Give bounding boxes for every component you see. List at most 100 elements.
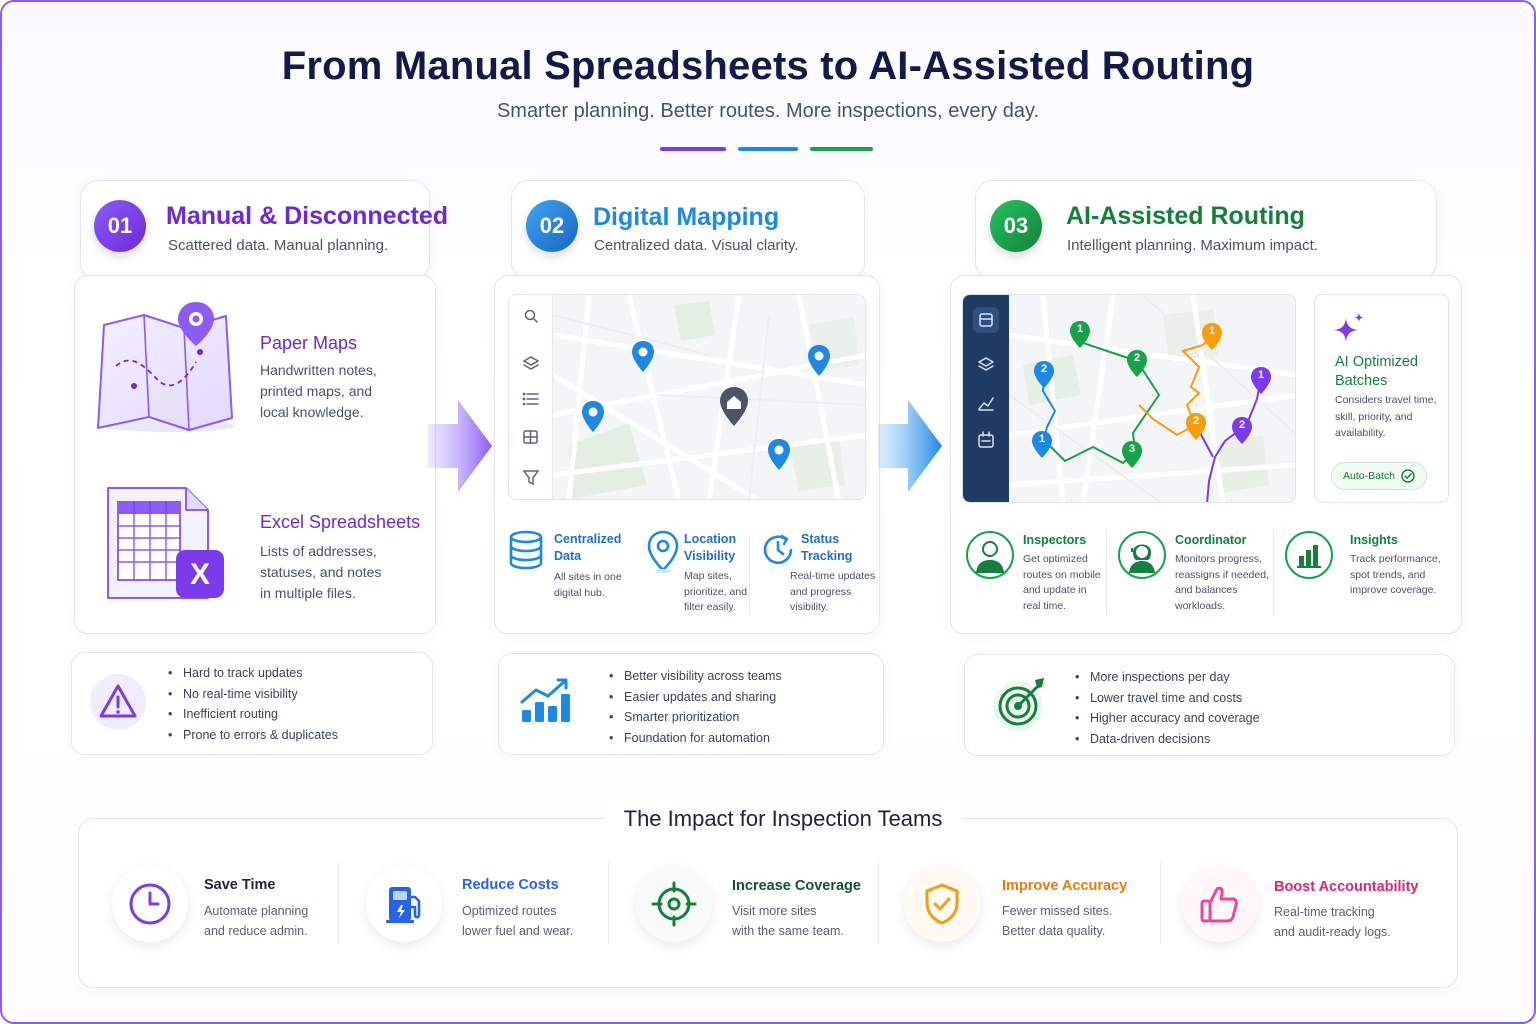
stage-1-badge: 01	[94, 200, 146, 252]
map-list-icon[interactable]	[516, 384, 544, 412]
route-marker-green-3[interactable]: 3	[1120, 440, 1144, 475]
page-title: From Manual Spreadsheets to AI-Assisted …	[281, 44, 1255, 88]
divider-purple	[660, 147, 726, 151]
page-subtitle: Smarter planning. Better routes. More in…	[496, 100, 1040, 122]
ai-card-desc: Considers travel time,skill, priority, a…	[1335, 394, 1437, 439]
auto-batch-button[interactable]: Auto-Batch	[1331, 462, 1427, 490]
digital-map[interactable]	[508, 294, 866, 500]
shield-check-icon	[925, 883, 959, 925]
list-item: Hard to track updates	[168, 663, 338, 684]
inspector-icon	[965, 530, 1015, 585]
route-marker-blue-1[interactable]: 1	[1030, 430, 1054, 465]
arrow-right-icon	[428, 398, 496, 499]
inspectors-title: Inspectors	[1023, 533, 1087, 547]
map-pin-icon[interactable]	[580, 400, 606, 434]
map-pin-icon[interactable]	[630, 340, 656, 374]
map-pin-icon[interactable]	[806, 344, 832, 378]
stage-3-title: AI-Assisted Routing	[1066, 202, 1305, 230]
stage-1-subtitle: Scattered data. Manual planning.	[168, 237, 389, 254]
stage-3-badge: 03	[990, 200, 1042, 252]
impact-increase-coverage	[636, 866, 712, 942]
improve-accuracy-title: Improve Accuracy	[1002, 878, 1128, 894]
stage-1-bullets: Hard to track updates No real-time visib…	[168, 663, 338, 745]
route-marker-orange-2[interactable]: 2	[1184, 412, 1208, 447]
list-item: Easier updates and sharing	[609, 687, 782, 708]
route-marker-blue-2[interactable]: 2	[1032, 360, 1056, 395]
route-marker-orange-1[interactable]: 1	[1200, 322, 1224, 357]
target-icon	[988, 672, 1052, 739]
reduce-costs-title: Reduce Costs	[462, 877, 559, 893]
insights-title: Insights	[1350, 533, 1398, 547]
stage-2-subtitle: Centralized data. Visual clarity.	[594, 237, 799, 254]
improve-accuracy-desc: Fewer missed sites.Better data quality.	[1002, 904, 1113, 938]
database-icon	[508, 530, 544, 575]
list-item: Smarter prioritization	[609, 707, 782, 728]
list-item: No real-time visibility	[168, 684, 338, 705]
stage-2-title: Digital Mapping	[593, 203, 780, 231]
warning-icon	[88, 672, 148, 737]
paper-maps-desc: Handwritten notes, printed maps, and loc…	[260, 362, 377, 420]
svg-text:X: X	[190, 558, 210, 591]
insights-chart-icon	[1284, 530, 1334, 585]
clock-icon	[760, 532, 796, 573]
list-item: Higher accuracy and coverage	[1075, 708, 1260, 729]
route-marker-purple-2[interactable]: 2	[1230, 416, 1254, 451]
fuel-pump-icon	[386, 887, 421, 923]
map-table-icon[interactable]	[516, 422, 544, 450]
impact-boost-accountability	[1182, 866, 1258, 942]
paper-map-icon	[94, 300, 244, 440]
map-pin-icon[interactable]	[766, 438, 792, 472]
map-filter-icon[interactable]	[516, 462, 544, 490]
list-item: More inspections per day	[1075, 667, 1260, 688]
check-circle-icon	[1401, 469, 1415, 483]
route-map[interactable]	[962, 294, 1296, 503]
impact-title: The Impact for Inspection Teams	[604, 804, 962, 834]
impact-reduce-costs	[366, 866, 442, 942]
stage-3-bullets: More inspections per day Lower travel ti…	[1075, 667, 1260, 749]
home-pin-icon[interactable]	[718, 386, 750, 428]
paper-maps-title: Paper Maps	[260, 333, 358, 353]
thumbs-up-icon	[1200, 886, 1238, 923]
increase-coverage-title: Increase Coverage	[732, 878, 861, 894]
route-marker-purple-1[interactable]: 1	[1249, 366, 1273, 401]
coordinator-desc: Monitors progress,reassigns if needed,an…	[1175, 553, 1269, 612]
excel-spreadsheets-title: Excel Spreadsheets	[260, 512, 421, 532]
sparkle-icon	[1332, 312, 1366, 351]
list-item: Inefficient routing	[168, 704, 338, 725]
list-item: Lower travel time and costs	[1075, 688, 1260, 709]
impact-save-time	[112, 866, 188, 942]
clock-icon	[129, 883, 171, 925]
impact-improve-accuracy	[904, 866, 980, 942]
divider-green	[810, 147, 873, 151]
boost-accountability-title: Boost Accountability	[1274, 879, 1419, 895]
map-search-icon[interactable]	[516, 302, 544, 330]
stage-3-subtitle: Intelligent planning. Maximum impact.	[1067, 237, 1318, 254]
map-layers-icon[interactable]	[516, 348, 544, 376]
list-item: Foundation for automation	[609, 728, 782, 749]
growth-chart-icon	[518, 676, 576, 731]
stage-1-title: Manual & Disconnected	[166, 202, 448, 230]
route-marker-green-2[interactable]: 2	[1125, 349, 1149, 384]
map-toolbar	[509, 295, 553, 499]
coordinator-icon	[1117, 530, 1167, 585]
coordinator-title: Coordinator	[1175, 533, 1247, 547]
stage-2-bullets: Better visibility across teams Easier up…	[609, 666, 782, 748]
excel-spreadsheets-desc: Lists of addresses, statuses, and notes …	[260, 543, 382, 601]
excel-spreadsheet-icon: X	[104, 484, 228, 609]
route-marker-green-1[interactable]: 1	[1068, 320, 1092, 355]
save-time-title: Save Time	[204, 877, 276, 893]
location-icon	[646, 530, 680, 579]
